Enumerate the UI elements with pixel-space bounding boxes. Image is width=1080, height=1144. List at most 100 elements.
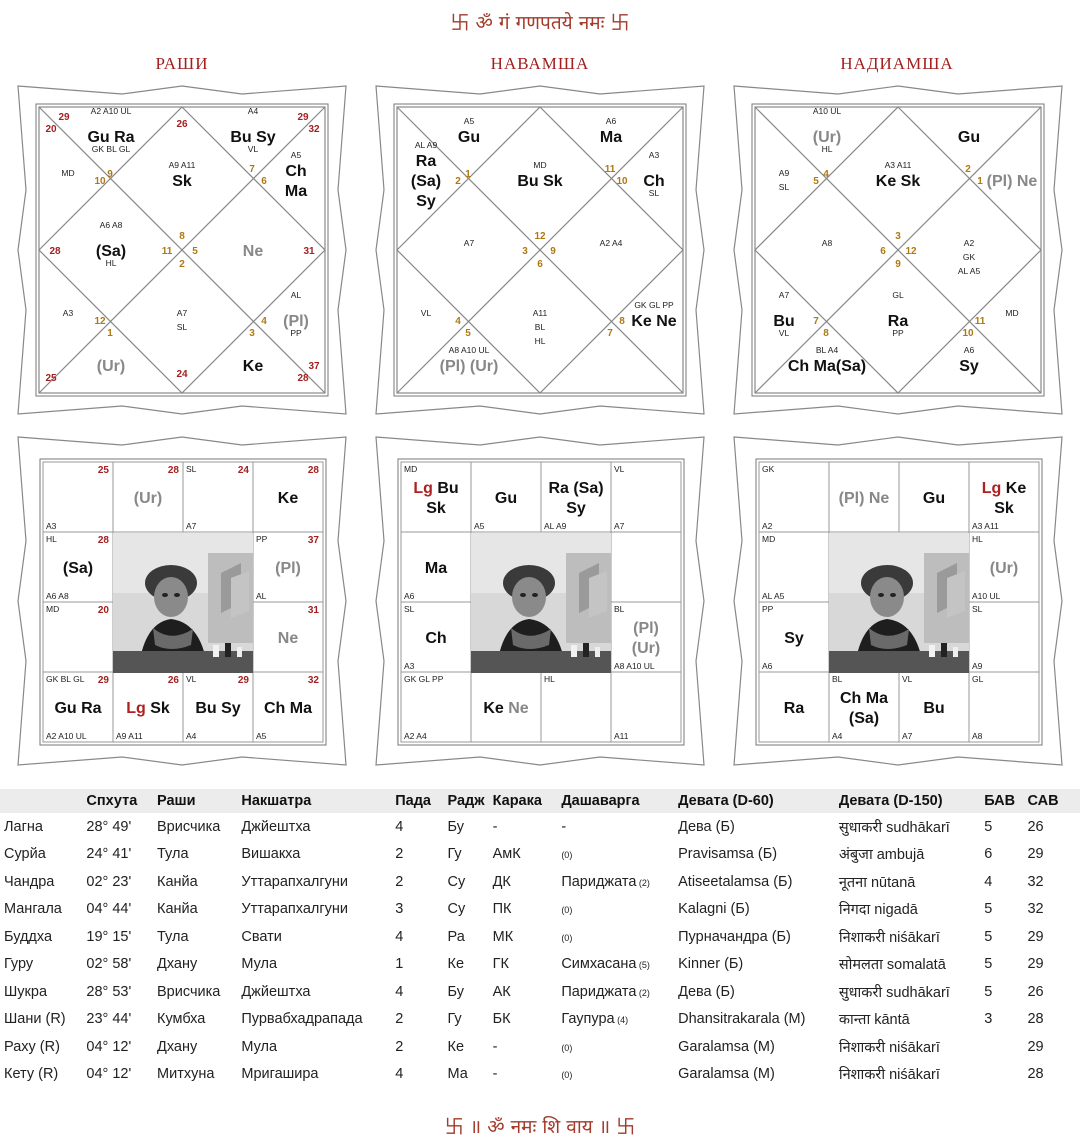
table-cell: 04° 12'	[86, 1066, 132, 1083]
house-number: 1	[465, 169, 471, 180]
table-cell: 04° 12'	[86, 1038, 132, 1055]
table-cell: Мангала	[4, 901, 62, 918]
table-cell: 5	[984, 818, 993, 835]
special-lagna: A7	[614, 521, 625, 531]
sign-planets: Ke	[278, 490, 299, 507]
house-number: 3	[895, 231, 901, 242]
lagna-degree: 37	[308, 361, 320, 372]
house-number: 7	[813, 316, 819, 327]
sign-planets: Gu Ra	[54, 700, 101, 717]
sign-cell	[112, 461, 184, 533]
special-lagna: VL	[779, 328, 790, 338]
table-cell: Pravisamsa (Б)	[678, 846, 778, 863]
chart-outer-border	[751, 103, 1045, 397]
special-lagna: BL	[832, 674, 843, 684]
special-lagna: A3	[46, 521, 57, 531]
table-cell: 04° 44'	[86, 901, 132, 918]
table-cell: Мула	[241, 956, 278, 973]
special-lagna: A2 A10 UL	[46, 731, 87, 741]
table-cell: Ке	[447, 1038, 465, 1055]
sign-cell	[252, 671, 324, 743]
house-number: 1	[107, 328, 113, 339]
special-lagna: A8	[972, 731, 983, 741]
sign-planets: Bu	[923, 700, 944, 717]
sign-planets: Sy	[566, 500, 586, 517]
house-planets: Ch Ma(Sa)	[788, 358, 866, 375]
table-cell: 5	[984, 928, 993, 945]
table-cell: Уттарапхалгуни	[241, 873, 348, 890]
sign-planets: Lg Ke	[982, 480, 1027, 497]
house-number: 12	[905, 246, 917, 257]
house-number: 8	[619, 316, 625, 327]
table-cell: 28° 53'	[86, 983, 132, 1000]
table-cell: Су	[447, 873, 466, 890]
sign-cell	[758, 671, 830, 743]
house-number: 4	[261, 316, 267, 327]
table-cell: АК	[492, 983, 511, 1000]
table-cell: Шукра	[4, 983, 48, 1000]
table-cell: 28	[1027, 1066, 1044, 1083]
lagna-degree: 20	[45, 124, 57, 135]
house-number: 12	[94, 316, 106, 327]
table-cell: Мула	[241, 1038, 278, 1055]
sign-planets: (Ur)	[632, 640, 660, 657]
special-lagna: A9	[779, 168, 790, 178]
house-planets: Ch	[643, 173, 664, 190]
footer-invocation: 卐 ॥ ॐ नमः शि वाय ॥ 卐	[444, 1116, 636, 1138]
sign-cell	[182, 671, 254, 743]
table-cell: Бу	[447, 818, 464, 835]
house-number: 5	[465, 328, 471, 339]
special-lagna: A9	[972, 661, 983, 671]
house-planets: Ne	[243, 243, 264, 260]
table-cell: 32	[1027, 901, 1044, 918]
table-cell: Су	[447, 901, 466, 918]
sign-cell	[400, 671, 472, 743]
sign-cell	[42, 671, 114, 743]
chart-outer-border	[35, 103, 329, 397]
sign-planets: (Pl)	[275, 560, 301, 577]
table-cell: 4	[395, 1066, 404, 1083]
chart-frame	[17, 436, 347, 766]
special-lagna: GK BL GL	[46, 674, 85, 684]
special-lagna: MD	[1005, 308, 1018, 318]
sign-cell	[42, 461, 114, 533]
table-cell: Чандра	[4, 873, 55, 890]
special-lagna: BL	[614, 604, 625, 614]
sign-planets: Lg Sk	[126, 700, 170, 717]
table-cell: 2	[395, 846, 404, 863]
column-header: Девата (D-60)	[674, 789, 835, 813]
dashavarga-cell: (0)	[561, 1070, 573, 1081]
special-lagna: A2 A4	[404, 731, 427, 741]
table-cell: Ма	[447, 1066, 468, 1083]
house-planets: Ma	[600, 129, 622, 146]
table-cell: नूतना nūtanā	[838, 874, 916, 891]
lagna-degree: 32	[308, 124, 320, 135]
dashavarga-cell: Париджата (2)	[561, 983, 650, 1000]
table-cell: सोमलता somalatā	[838, 957, 946, 974]
special-lagna: HL	[106, 258, 117, 268]
chart-diamond	[396, 106, 684, 394]
lagna-degree: 29	[297, 112, 309, 123]
lagna-degree: 29	[238, 675, 250, 686]
sign-cell	[42, 601, 114, 673]
dashavarga-cell: Гаупура (4)	[561, 1011, 629, 1028]
chart-outer-border	[393, 103, 687, 397]
table-cell: Канйа	[157, 873, 198, 890]
sign-planets: Sy	[784, 630, 804, 647]
table-cell: 3	[395, 901, 404, 918]
chart-outer-border	[39, 458, 327, 746]
house-number: 2	[965, 164, 971, 175]
table-cell: Atiseetalamsa (Б)	[678, 873, 793, 890]
dashavarga-cell: -	[561, 818, 567, 835]
special-lagna: PP	[892, 328, 904, 338]
table-cell: Пурвабхадрапада	[241, 1011, 363, 1028]
table-cell: 4	[395, 818, 404, 835]
lagna-degree: 28	[98, 535, 110, 546]
table-cell: 6	[984, 846, 993, 863]
nadiamsa-title: НАДИАМША	[840, 54, 954, 73]
lagna-degree: 37	[308, 535, 320, 546]
